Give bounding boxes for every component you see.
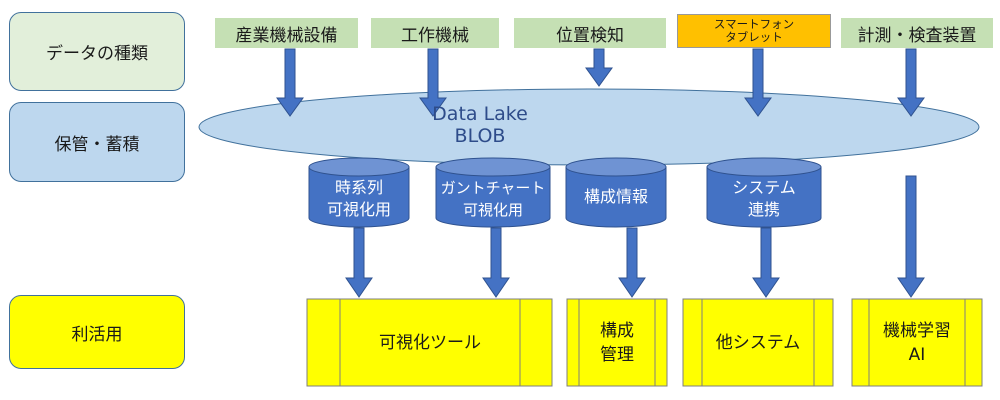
arrow-store-4 [752, 227, 780, 298]
store-label-system-line1: システム [732, 178, 796, 197]
store-label-system-integration: システム 連携 [707, 177, 821, 221]
source-smartphone-line2: タブレット [725, 30, 783, 44]
tool-label-config-line2: 管理 [600, 344, 634, 365]
store-cylinder-2 [435, 157, 551, 228]
tool-label-other-line1: 他システム [715, 332, 801, 353]
source-smartphone-tablet: スマートフォン タブレット [677, 14, 831, 48]
store-label-timeseries-line1: 時系列 [334, 178, 383, 197]
store-label-gantt-line1: ガントチャート [440, 179, 546, 197]
arrow-store-1 [345, 227, 373, 298]
store-cylinder-3 [565, 157, 667, 228]
store-label-timeseries: 時系列 可視化用 [309, 177, 409, 221]
tool-label-visualization-line1: 可視化ツール [379, 332, 481, 353]
tool-box-3 [682, 298, 834, 387]
source-industrial-equipment: 産業機械設備 [215, 18, 358, 48]
data-lake-line1: Data Lake [432, 103, 528, 125]
store-label-gantt-line2: 可視化用 [462, 201, 523, 219]
tool-label-config-line1: 構成 [600, 320, 634, 341]
source-machine-tools: 工作機械 [371, 18, 499, 48]
tool-label-other-systems: 他システム [702, 299, 814, 386]
store-label-timeseries-line2: 可視化用 [326, 200, 391, 219]
row-label-utilization: 利活用 [9, 295, 185, 369]
tool-label-machine-learning: 機械学習 AI [869, 299, 965, 386]
source-position-detection: 位置検知 [514, 18, 666, 48]
tool-label-ml-line1: 機械学習 [883, 320, 951, 341]
store-cylinder-1 [308, 157, 410, 228]
arrow-source-5 [897, 48, 925, 117]
tool-label-config-management: 構成 管理 [579, 299, 655, 386]
store-label-system-line2: 連携 [747, 200, 780, 219]
tool-box-2 [566, 298, 668, 387]
arrow-source-2 [419, 48, 447, 117]
source-smartphone-line1: スマートフォン [713, 17, 795, 31]
arrow-store-2 [482, 227, 510, 298]
tool-label-visualization: 可視化ツール [340, 299, 520, 386]
data-lake-line2: BLOB [454, 125, 506, 147]
store-label-configuration-line1: 構成情報 [583, 187, 648, 206]
store-cylinder-4 [706, 157, 822, 228]
arrow-source-4 [744, 48, 772, 117]
arrow-lake-ai [897, 175, 925, 298]
arrow-source-1 [276, 48, 304, 117]
row-label-storage: 保管・蓄積 [9, 102, 185, 182]
arrow-store-3 [618, 227, 646, 298]
store-label-gantt: ガントチャート 可視化用 [436, 177, 550, 221]
tool-box-4 [851, 298, 983, 387]
source-measurement-inspection: 計測・検査装置 [841, 18, 993, 48]
tool-box-1 [306, 298, 553, 387]
data-lake-label: Data Lake BLOB [380, 103, 580, 147]
row-label-data-types: データの種類 [9, 12, 185, 91]
store-label-configuration: 構成情報 [566, 186, 666, 208]
arrow-source-3 [585, 48, 613, 87]
tool-label-ml-line2: AI [908, 344, 926, 365]
data-lake-ellipse [198, 88, 980, 166]
